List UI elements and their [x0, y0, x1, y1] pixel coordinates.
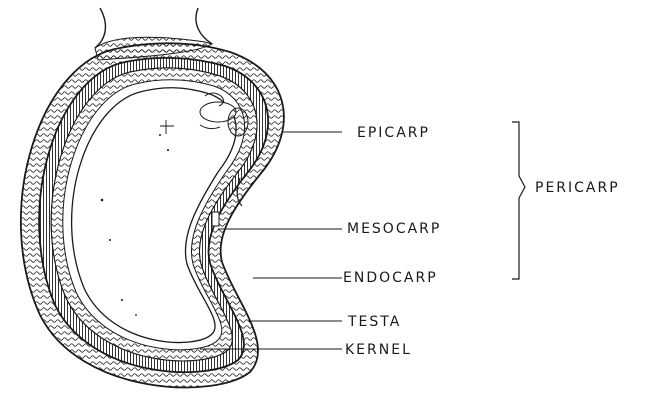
- label-mesocarp: MESOCARP: [347, 222, 441, 236]
- label-endocarp: ENDOCARP: [343, 271, 438, 285]
- label-kernel: KERNEL: [345, 343, 412, 357]
- kernel-specks: [101, 120, 174, 316]
- mesocarp-layer: [39, 58, 268, 372]
- label-pericarp: PERICARP: [535, 181, 620, 195]
- label-epicarp: EPICARP: [357, 126, 430, 140]
- pericarp-brace: [512, 122, 525, 279]
- label-testa: TESTA: [348, 315, 401, 329]
